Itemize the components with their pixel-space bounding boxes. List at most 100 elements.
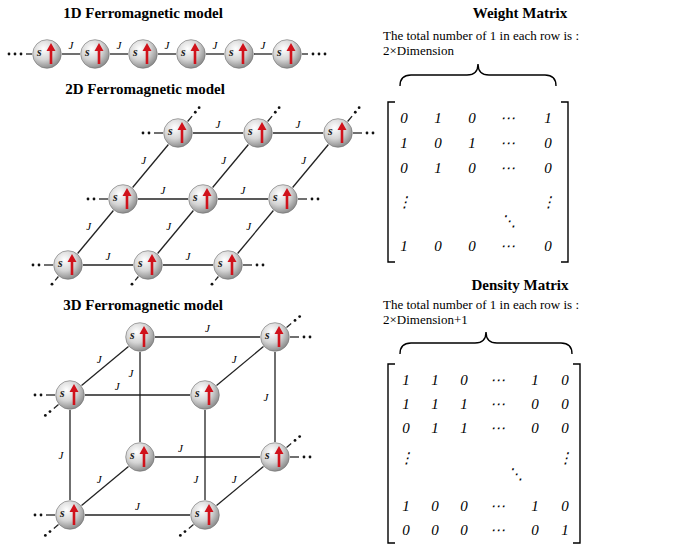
sphere-body [81, 40, 110, 69]
matrix-entry: 0 [400, 110, 408, 127]
sphere-body [33, 40, 62, 69]
exchange-bond [273, 132, 323, 133]
spin-symbol: s [130, 448, 135, 462]
exchange-bond [238, 211, 274, 254]
exchange-bond [83, 264, 133, 265]
matrix-entry: ⋯ [490, 396, 505, 413]
spin-arrow [181, 128, 184, 143]
matrix-entry: ⋯ [500, 160, 515, 177]
matrix-entry: 0 [402, 420, 410, 437]
ellipsis-dot [142, 132, 145, 135]
coupling-label: J [166, 220, 171, 232]
spin-arrow [50, 49, 53, 64]
spin-arrow [208, 390, 211, 405]
ellipsis-dot [318, 53, 321, 56]
sphere [53, 250, 83, 280]
ellipsis-dot [317, 198, 320, 201]
sphere-body [129, 40, 158, 69]
spin-arrowhead [68, 254, 77, 262]
coupling-label: J [194, 473, 199, 485]
spin-symbol: s [195, 386, 200, 400]
matrix-bracket [388, 364, 395, 543]
spin-arrow [194, 49, 197, 64]
spin-symbol: s [277, 45, 282, 59]
matrix-entry: ⋱ [501, 213, 516, 230]
sphere [108, 184, 138, 214]
matrix-entry: 0 [460, 498, 468, 515]
matrix-entry: ⋯ [500, 135, 515, 152]
spin-symbol: s [138, 256, 143, 270]
coupling-label: J [97, 473, 102, 485]
matrix-entry: 0 [531, 396, 539, 413]
ellipsis-dot [32, 264, 35, 267]
spin-site: s [80, 39, 110, 69]
sphere [188, 184, 218, 214]
ellipsis-dot [303, 336, 306, 339]
matrix-entry: ⋮ [558, 450, 573, 467]
ellipsis-dot [309, 456, 312, 459]
spin-arrow [231, 260, 234, 275]
matrix-entry: 0 [468, 238, 476, 255]
sphere [323, 118, 353, 148]
spin-symbol: s [60, 506, 65, 520]
ellipsis-dot [294, 319, 297, 322]
matrix-entry: 1 [561, 522, 569, 539]
spin-arrowhead [70, 504, 79, 512]
matrix-entry: 1 [460, 420, 468, 437]
exchange-bond [62, 53, 80, 54]
ellipsis-dot [40, 514, 43, 517]
spin-arrow [278, 452, 281, 467]
spin-symbol: s [193, 190, 198, 204]
exchange-bond [78, 211, 114, 254]
sphere [224, 39, 254, 69]
matrix-entry: 1 [460, 396, 468, 413]
sphere-body [273, 40, 302, 69]
ellipsis-dot [179, 534, 182, 537]
spin-site: s [190, 380, 220, 410]
spin-symbol: s [218, 256, 223, 270]
spin-arrow [98, 49, 101, 64]
coupling-label: J [246, 220, 251, 232]
matrix-entry: 1 [400, 135, 408, 152]
sphere [272, 39, 302, 69]
spin-arrowhead [123, 188, 132, 196]
bond-stub [26, 53, 32, 54]
matrix-entry: ⋯ [490, 522, 505, 539]
spin-symbol: s [60, 386, 65, 400]
matrix-entry: ⋮ [399, 450, 414, 467]
spin-arrowhead [258, 122, 267, 130]
bond-stub [44, 264, 53, 265]
spin-arrow [286, 194, 289, 209]
matrix-entry: 0 [434, 135, 442, 152]
spin-arrow [290, 49, 293, 64]
exchange-bond [155, 456, 260, 457]
ellipsis-dot [40, 394, 43, 397]
ellipsis-dot [372, 132, 375, 135]
coupling-label: J [141, 154, 146, 166]
coupling-label: J [135, 500, 140, 512]
matrix-entry: 0 [561, 498, 569, 515]
bond-stub [135, 277, 138, 281]
bond-stub [298, 198, 307, 199]
sphere-body [214, 251, 243, 280]
spin-site: s [243, 118, 273, 148]
sphere [190, 500, 220, 530]
spin-arrowhead [228, 254, 237, 262]
matrix-entry: ⋮ [397, 194, 412, 211]
sphere [190, 380, 220, 410]
spin-arrow [73, 390, 76, 405]
spin-arrow [71, 260, 74, 275]
bond-stub [302, 53, 308, 54]
matrix-entry: 0 [431, 522, 439, 539]
panel-title: 3D Ferromagnetic model [63, 297, 223, 314]
bond-stub [353, 132, 362, 133]
ellipsis-dot [44, 414, 47, 417]
exchange-bond [69, 410, 70, 500]
coupling-label: J [232, 353, 237, 365]
coupling-label: J [264, 391, 269, 403]
ellipsis-dot [256, 264, 259, 267]
ellipsis-dot [93, 198, 96, 201]
coupling-label: J [216, 118, 221, 130]
sphere-body [56, 381, 85, 410]
spin-arrow [206, 194, 209, 209]
